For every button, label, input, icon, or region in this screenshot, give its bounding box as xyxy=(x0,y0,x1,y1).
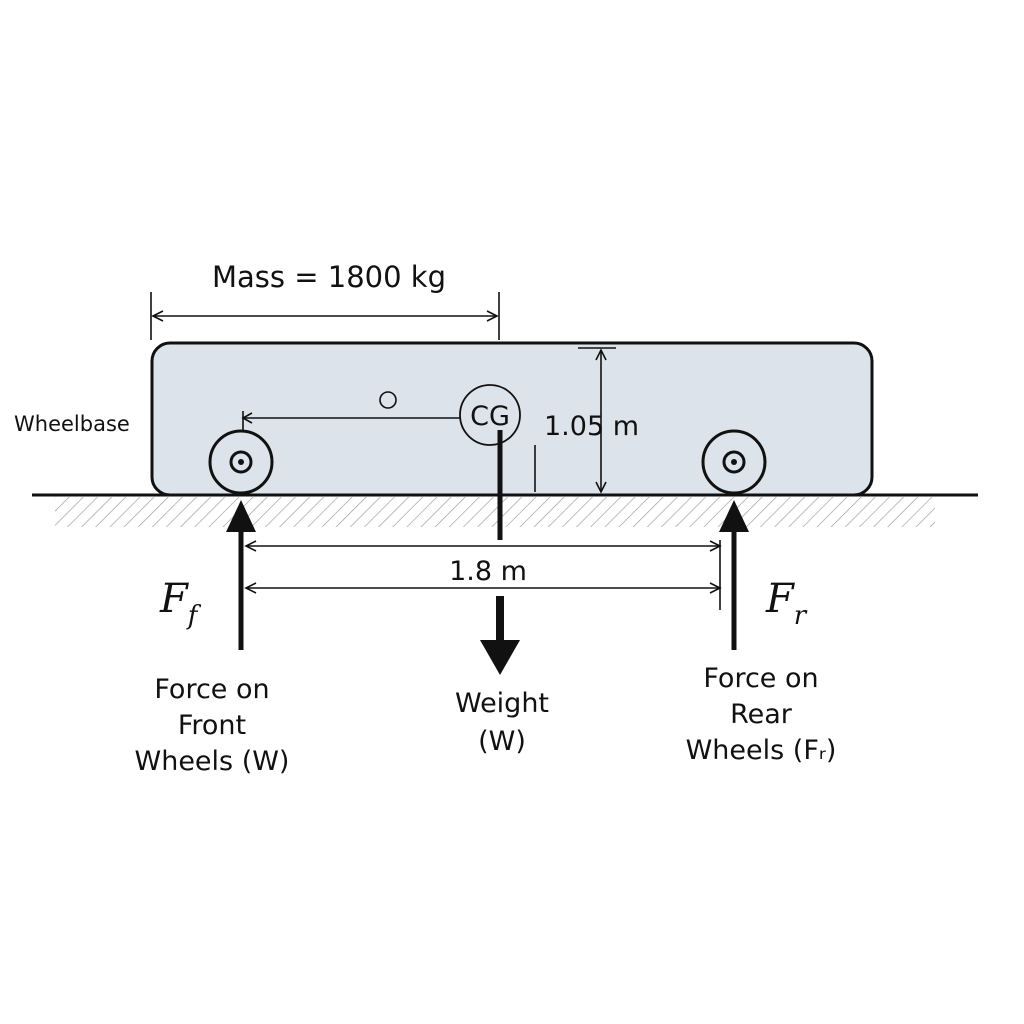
cg-marker xyxy=(459,384,521,446)
svg-text:Wheels (Fᵣ): Wheels (Fᵣ) xyxy=(686,735,837,766)
svg-text:Front: Front xyxy=(178,710,246,741)
weight-caption: Weight (W) xyxy=(455,688,549,757)
weight-arrow xyxy=(480,430,520,675)
cg-label: CG xyxy=(470,401,510,432)
cg-height-dimension xyxy=(534,347,616,494)
rear-force-arrow xyxy=(719,500,749,650)
svg-text:Force on: Force on xyxy=(703,663,818,694)
reference-marker xyxy=(379,391,397,409)
ground-hatch xyxy=(55,497,935,527)
svg-text:Weight: Weight xyxy=(455,688,549,719)
svg-text:(W): (W) xyxy=(478,726,526,757)
cg-height-label: 1.05 m xyxy=(544,411,639,442)
svg-text:Force on: Force on xyxy=(154,674,269,705)
rear-wheel xyxy=(701,429,767,495)
rear-force-caption: Force on Rear Wheels (Fᵣ) xyxy=(686,663,837,766)
svg-text:Wheels (W): Wheels (W) xyxy=(135,746,290,777)
front-wheel xyxy=(208,429,274,495)
mass-label: Mass = 1800 kg xyxy=(212,260,446,294)
mass-dimension xyxy=(150,292,500,340)
rear-force-symbol: Fr xyxy=(765,576,808,631)
front-force-caption: Force on Front Wheels (W) xyxy=(135,674,290,777)
svg-text:Rear: Rear xyxy=(730,699,793,730)
wheelbase-dimension xyxy=(244,540,722,610)
wheelbase-label: Wheelbase xyxy=(14,412,130,436)
front-force-symbol: Ff xyxy=(159,576,202,631)
wheelbase-dimension-label: 1.8 m xyxy=(449,556,527,587)
front-force-arrow xyxy=(226,500,256,650)
